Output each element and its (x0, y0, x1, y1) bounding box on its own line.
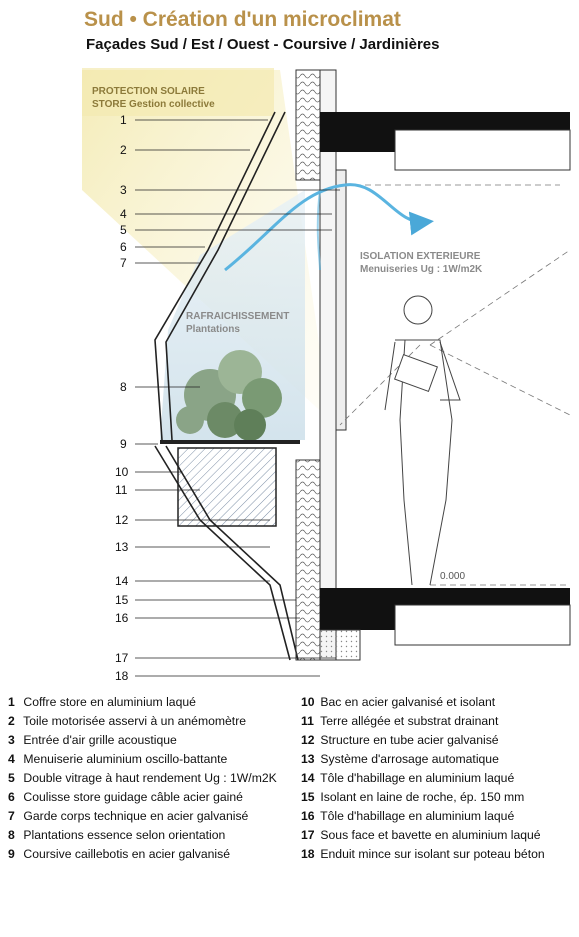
legend-item: 2 Toile motorisée asservi à un anémomètr… (8, 714, 247, 728)
legend-item: 9 Coursive caillebotis en acier galvanis… (8, 847, 231, 861)
callout-15: 15 (115, 593, 129, 607)
facade-section-drawing: 1 2 3 4 5 6 7 8 9 10 11 12 13 14 15 16 1… (82, 68, 571, 683)
callout-2: 2 (120, 143, 127, 157)
legend-item: 8 Plantations essence selon orientation (8, 828, 226, 842)
callout-17: 17 (115, 651, 129, 665)
callout-11: 11 (115, 483, 128, 497)
callout-8: 8 (120, 380, 127, 394)
planter-box (177, 447, 277, 527)
legend-item: 17 Sous face et bavette en aluminium laq… (301, 828, 541, 842)
legend-item: 13 Système d'arrosage automatique (301, 752, 499, 766)
legend-item: 7 Garde corps technique en acier galvani… (8, 809, 249, 823)
legend-item: 10 Bac en acier galvanisé et isolant (301, 695, 496, 709)
page-subtitle: Façades Sud / Est / Ouest - Coursive / J… (86, 36, 440, 53)
legend-item: 3 Entrée d'air grille acoustique (8, 733, 177, 747)
legend-item: 16 Tôle d'habillage en aluminium laqué (301, 809, 515, 823)
callout-6: 6 (120, 240, 127, 254)
callout-7: 7 (120, 256, 127, 270)
insulation-upper (295, 69, 321, 181)
callout-9: 9 (120, 437, 127, 451)
protection-label: PROTECTION SOLAIRE (92, 86, 205, 97)
callout-12: 12 (115, 513, 129, 527)
callout-10: 10 (115, 465, 129, 479)
callout-4: 4 (120, 207, 127, 221)
isolation-sublabel: Menuiseries Ug : 1W/m2K (360, 264, 483, 275)
legend-item: 1 Coffre store en aluminium laqué (8, 695, 196, 709)
legend-item: 15 Isolant en laine de roche, ép. 150 mm (301, 790, 525, 804)
insulation-lower (295, 459, 321, 661)
legend-item: 12 Structure en tube acier galvanisé (301, 733, 499, 747)
protection-sublabel: STORE Gestion collective (92, 99, 215, 110)
rafraichissement-label: RAFRAICHISSEMENT (186, 311, 289, 322)
callout-1: 1 (120, 113, 127, 127)
legend-item: 11 Terre allégée et substrat drainant (301, 714, 499, 728)
airflow-arrow (224, 183, 434, 272)
plantations (176, 350, 282, 441)
legend-item: 4 Menuiserie aluminium oscillo-battante (8, 752, 228, 766)
callout-13: 13 (115, 540, 129, 554)
legend-item: 6 Coulisse store guidage câble acier gai… (8, 790, 243, 804)
legend-item: 14 Tôle d'habillage en aluminium laqué (301, 771, 515, 785)
isolation-label: ISOLATION EXTERIEURE (360, 251, 481, 262)
legend-item: 5 Double vitrage à haut rendement Ug : 1… (8, 771, 277, 785)
callout-16: 16 (115, 611, 129, 625)
callout-3: 3 (120, 183, 127, 197)
rafraichissement-sublabel: Plantations (186, 324, 240, 335)
legend-item: 18 Enduit mince sur isolant sur poteau b… (301, 847, 545, 861)
level-label: 0.000 (440, 571, 465, 582)
person-figure (384, 295, 461, 586)
callout-5: 5 (120, 223, 127, 237)
page-title: Sud • Création d'un microclimat (84, 8, 401, 31)
callout-14: 14 (115, 574, 129, 588)
callout-18: 18 (115, 669, 129, 683)
